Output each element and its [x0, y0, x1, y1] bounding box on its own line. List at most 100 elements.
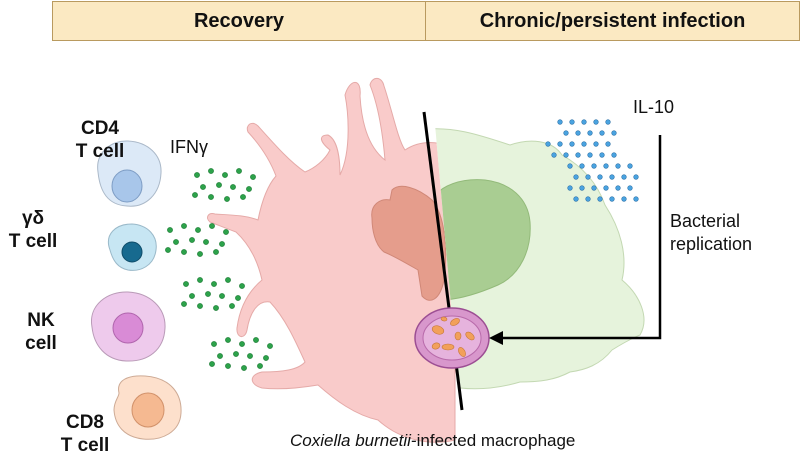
il10-dot [579, 185, 585, 191]
bacteria-group [431, 316, 475, 357]
ifng-dot [203, 239, 209, 245]
bacterium [454, 331, 462, 341]
il10-dot [633, 196, 639, 202]
ifng-dots [165, 168, 273, 371]
bacterium [465, 331, 475, 341]
header-chronic-label: Chronic/persistent infection [479, 9, 746, 32]
ifng-label: IFNγ [170, 137, 208, 157]
macrophage-recovery-half [207, 77, 456, 443]
ifng-dot [197, 303, 203, 309]
ifng-dot [236, 168, 242, 174]
cd4-label-line2: T cell [75, 140, 125, 162]
cd8-label: CD8 T cell [52, 412, 118, 458]
ifng-dot [225, 363, 231, 369]
il10-dot [597, 196, 603, 202]
ifng-dot [181, 301, 187, 307]
bacterium [450, 318, 460, 326]
ifng-dot [211, 281, 217, 287]
bacterium [431, 325, 445, 335]
ifng-dot [250, 174, 256, 180]
ifng-dot [195, 227, 201, 233]
il10-dot [603, 163, 609, 169]
il10-dot [567, 163, 573, 169]
il10-dot [605, 141, 611, 147]
cd8-nucleus [131, 392, 165, 428]
replication-label-line2: replication [670, 234, 753, 255]
ifng-dot [189, 237, 195, 243]
ifng-dot [223, 229, 229, 235]
coxiella-vacuole [414, 307, 490, 369]
ifng-dot [181, 249, 187, 255]
bacterium [431, 342, 441, 350]
il10-dot [585, 196, 591, 202]
nk-label-line1: NK [27, 310, 55, 331]
il10-dot [603, 185, 609, 191]
il10-dot [599, 130, 605, 136]
il10-dot [593, 141, 599, 147]
bacterium [440, 316, 448, 322]
ifng-dot [263, 355, 269, 361]
il10-dot [587, 130, 593, 136]
il10-dot [605, 119, 611, 125]
ifng-dot [240, 194, 246, 200]
cd4-nucleus [111, 169, 143, 203]
caption-suffix: -infected macrophage [410, 431, 576, 450]
ifng-dot [235, 295, 241, 301]
ifng-dot [173, 239, 179, 245]
ifng-dot [205, 291, 211, 297]
il10-dot [609, 196, 615, 202]
il10-dot [545, 141, 551, 147]
il10-dot [593, 119, 599, 125]
il10-dot [611, 152, 617, 158]
ifng-dot [211, 341, 217, 347]
ifng-dot [253, 337, 259, 343]
caption-species: Coxiella burnetii [290, 431, 411, 450]
cell-nk [91, 291, 166, 362]
ifng-dot [167, 227, 173, 233]
cd4-label: CD4 T cell [66, 118, 134, 164]
replication-label-line1: Bacterial [670, 211, 741, 231]
il10-dot [611, 130, 617, 136]
ifng-dot [217, 353, 223, 359]
ifng-dot [233, 351, 239, 357]
replication-label: Bacterial replication [670, 210, 752, 257]
il10-dot [573, 174, 579, 180]
cell-cd4 [97, 140, 162, 207]
il10-dot [591, 185, 597, 191]
il10-dot [627, 185, 633, 191]
ifng-dot [230, 184, 236, 190]
ifng-dot [257, 363, 263, 369]
gammadelta-label-line1: γδ [21, 208, 45, 229]
cell-gamma-delta [108, 223, 157, 271]
nk-nucleus [112, 312, 144, 344]
caption: Coxiella burnetii-infected macrophage [290, 431, 575, 451]
replication-arrow-head [489, 331, 503, 345]
bacterium [458, 347, 466, 357]
ifng-dot [208, 194, 214, 200]
ifng-dot [183, 281, 189, 287]
ifng-dot [200, 184, 206, 190]
replication-arrow-line [495, 135, 662, 340]
ifng-dot [213, 305, 219, 311]
ifng-dot [229, 303, 235, 309]
ifng-dot [219, 241, 225, 247]
nk-label: NK cell [17, 310, 65, 356]
ifng-dot [197, 277, 203, 283]
ifng-dot [224, 196, 230, 202]
il10-dot [599, 152, 605, 158]
il10-dot [575, 152, 581, 158]
il10-dot [581, 119, 587, 125]
il10-dot [615, 185, 621, 191]
ifng-dot [239, 283, 245, 289]
ifng-dot [197, 251, 203, 257]
ifng-dot [219, 293, 225, 299]
il10-dot [569, 141, 575, 147]
il10-dots [545, 119, 639, 202]
il10-dot [567, 185, 573, 191]
header-chronic: Chronic/persistent infection [425, 1, 800, 41]
bacterium [441, 343, 455, 351]
il10-dot [557, 141, 563, 147]
il10-dot [573, 196, 579, 202]
gammadelta-label: γδ T cell [0, 208, 66, 254]
